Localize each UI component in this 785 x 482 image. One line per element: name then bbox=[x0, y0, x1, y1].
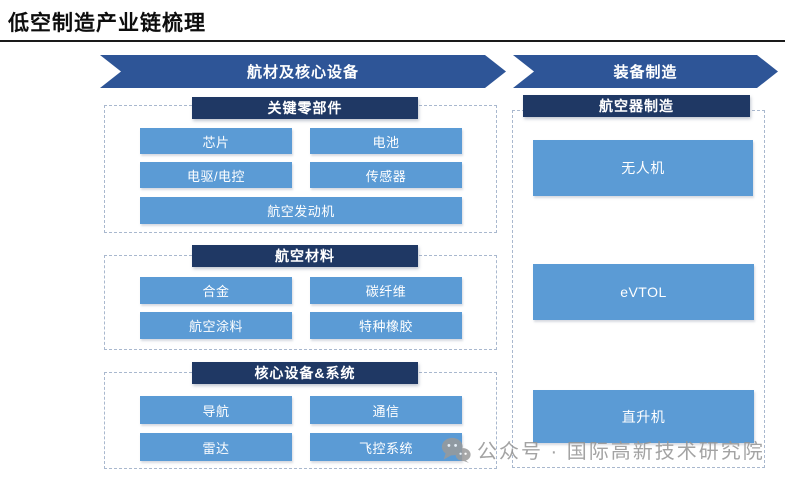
item-navigation: 导航 bbox=[140, 396, 292, 424]
title-underline bbox=[0, 40, 785, 42]
watermark: 公众号 · 国际高新技术研究院 bbox=[441, 435, 765, 464]
item-battery: 电池 bbox=[310, 128, 462, 154]
group-header-core-systems: 核心设备&系统 bbox=[192, 362, 418, 384]
group-header-aviation-materials: 航空材料 bbox=[192, 245, 418, 267]
group-header-key-components: 关键零部件 bbox=[192, 97, 418, 119]
stage-arrow-equipment-manufacturing: 装备制造 bbox=[513, 55, 778, 88]
item-sensor: 传感器 bbox=[310, 162, 462, 188]
item-edrive-econtrol: 电驱/电控 bbox=[140, 162, 292, 188]
item-evtol: eVTOL bbox=[533, 264, 754, 320]
item-chip: 芯片 bbox=[140, 128, 292, 154]
item-carbon-fiber: 碳纤维 bbox=[310, 277, 462, 304]
item-communication: 通信 bbox=[310, 396, 462, 424]
item-aviation-paint: 航空涂料 bbox=[140, 312, 292, 339]
item-helicopter: 直升机 bbox=[533, 390, 754, 443]
item-alloy: 合金 bbox=[140, 277, 292, 304]
wechat-icon bbox=[441, 437, 471, 463]
watermark-text: 公众号 · 国际高新技术研究院 bbox=[477, 441, 765, 463]
item-aero-engine: 航空发动机 bbox=[140, 197, 462, 224]
item-drone: 无人机 bbox=[533, 140, 753, 196]
group-header-aircraft-manufacturing: 航空器制造 bbox=[523, 95, 750, 117]
stage-arrow-aviation-materials: 航材及核心设备 bbox=[100, 55, 506, 88]
page-title: 低空制造产业链梳理 bbox=[8, 12, 206, 35]
item-flight-control-sys: 飞控系统 bbox=[310, 433, 462, 461]
item-special-rubber: 特种橡胶 bbox=[310, 312, 462, 339]
item-radar: 雷达 bbox=[140, 433, 292, 461]
